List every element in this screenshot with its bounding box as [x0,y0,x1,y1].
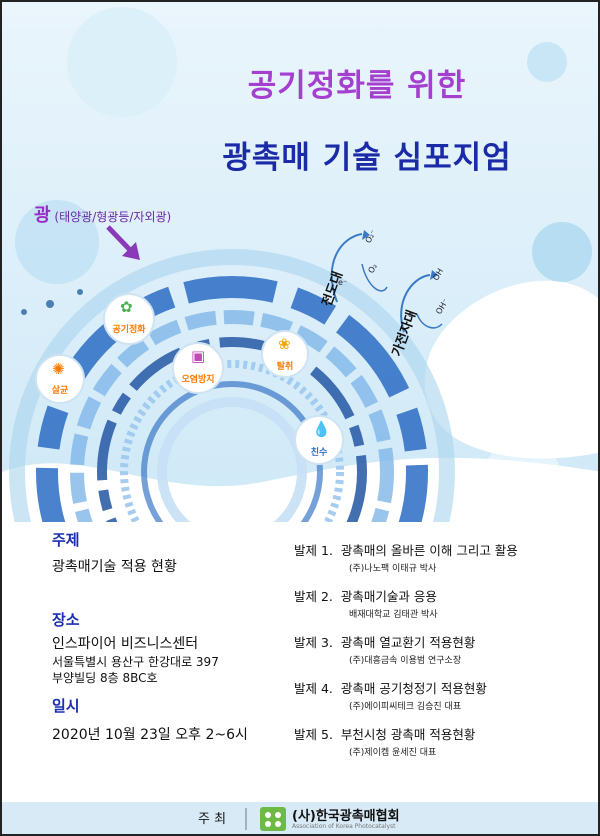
light-label: 광 (태양광/형광등/자외광) [34,201,171,227]
title-line-1: 공기정화를 위한 [247,68,467,104]
water-drop-icon: 💧 [312,420,331,438]
organizer-logo-icon [260,807,286,831]
function-hydrophilic: 친수 [310,448,328,458]
talk-item-1: 발제 1. 광촉매의 올바른 이해 그리고 활용 (주)나노팩 이태규 박사 [294,540,594,574]
talk-speaker: (주)제이켐 윤세진 대표 [349,748,437,758]
function-sterilization: 살균 [51,386,69,396]
function-air-purification: 공기정화 [112,325,146,335]
talk-item-2: 발제 2. 광촉매기술과 응용 배재대학교 김태관 박사 [294,586,594,620]
talk-number: 발제 3. [294,635,333,650]
function-deodorization: 탈취 [276,362,294,372]
talk-speaker: (주)나노팩 이태규 박사 [349,564,437,574]
talk-title: 광촉매의 올바른 이해 그리고 활용 [340,543,518,558]
talk-item-4: 발제 4. 광촉매 공기청정기 적용현황 (주)에이피씨테크 김승진 대표 [294,678,594,712]
talk-number: 발제 5. [294,727,333,742]
date-value: 2020년 10월 23일 오후 2~6시 [52,727,248,743]
electron-label-2: e⁻ [408,310,418,319]
shield-icon: ▣ [191,347,206,365]
sprout-icon: ✿ [120,298,133,316]
organizer-name-en: Association of Korea Photocatalyst [292,823,396,830]
place-heading: 장소 [52,611,80,629]
germ-icon: ✺ [52,360,65,378]
footer-band [2,802,598,834]
talk-item-5: 발제 5. 부천시청 광촉매 적용현황 (주)제이켐 윤세진 대표 [294,724,594,758]
light-detail: (태양광/형광등/자외광) [54,210,172,224]
talk-number: 발제 2. [294,589,333,604]
talk-title: 광촉매 열교환기 적용현황 [340,635,476,650]
place-address-1: 서울특별시 용산구 한강대로 397 [52,655,219,669]
date-heading: 일시 [52,697,80,715]
talk-speaker: 배재대학교 김태관 박사 [349,610,438,620]
talk-number: 발제 4. [294,681,333,696]
topic-heading: 주제 [52,531,80,549]
organizer-name: (사)한국광촉매협회 [292,809,400,824]
talk-number: 발제 1. [294,543,333,558]
place-name: 인스파이어 비즈니스센터 [52,636,199,652]
light-main: 광 [34,205,51,226]
topic-value: 광촉매기술 적용 현황 [52,559,177,575]
title-line-2: 광촉매 기술 심포지엄 [222,140,512,176]
background-graphic [2,2,598,522]
talk-speaker: (주)대흥금속 이용범 연구소장 [349,656,462,666]
place-address-2: 부양빌딩 8층 8BC호 [52,671,158,685]
flower-icon: ❀ [278,335,291,353]
talk-title: 광촉매기술과 응용 [340,589,437,604]
talk-title: 부천시청 광촉매 적용현황 [340,727,476,742]
talk-speaker: (주)에이피씨테크 김승진 대표 [349,702,462,712]
talk-title: 광촉매 공기청정기 적용현황 [340,681,487,696]
host-label: 주 최 [198,812,227,827]
electron-label-1: e⁻ [338,278,348,287]
talk-item-3: 발제 3. 광촉매 열교환기 적용현황 (주)대흥금속 이용범 연구소장 [294,632,594,666]
function-antifouling: 오염방지 [181,375,215,385]
